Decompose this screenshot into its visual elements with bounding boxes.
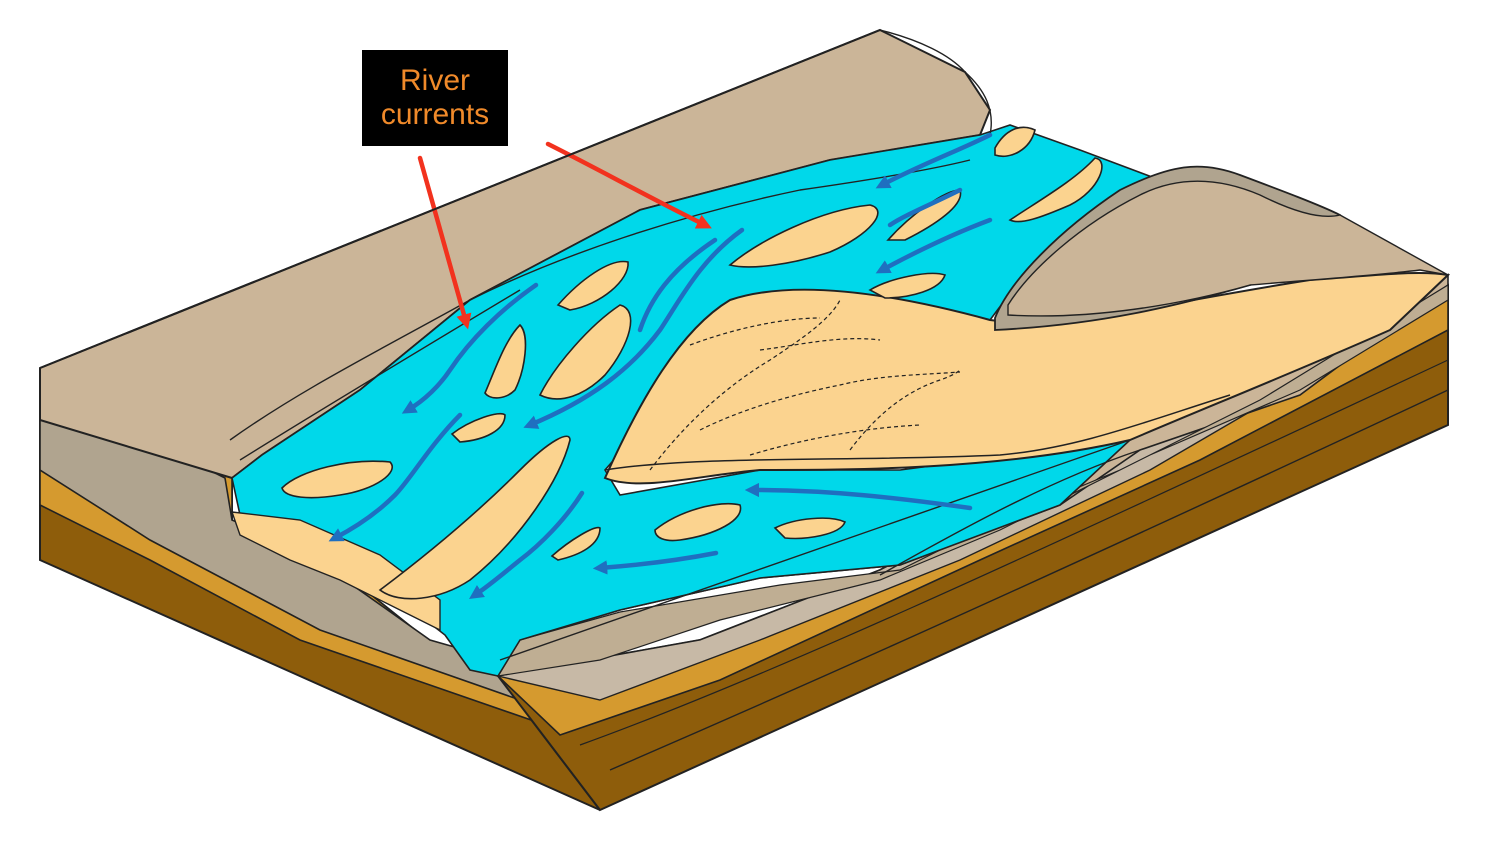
label-line-1: River [399, 64, 470, 97]
pointer-arrow-right [545, 141, 712, 229]
central-bar-lower-edge [604, 394, 1231, 471]
pointer-arrows [417, 141, 712, 330]
pointer-arrow-left [417, 155, 472, 330]
central-sand-bar [603, 271, 1451, 485]
label-line-2: currents [380, 98, 490, 131]
right-bank-strip [496, 283, 1449, 677]
sand-bars [281, 126, 1103, 600]
dashed-bar-ridges [649, 299, 961, 471]
block-top-outline [39, 29, 881, 369]
right-terrace-top [1007, 180, 1449, 317]
river-currents-label: River currents [362, 50, 508, 146]
current-arrows [328, 132, 993, 599]
bank-ridge-lines [229, 29, 1141, 661]
